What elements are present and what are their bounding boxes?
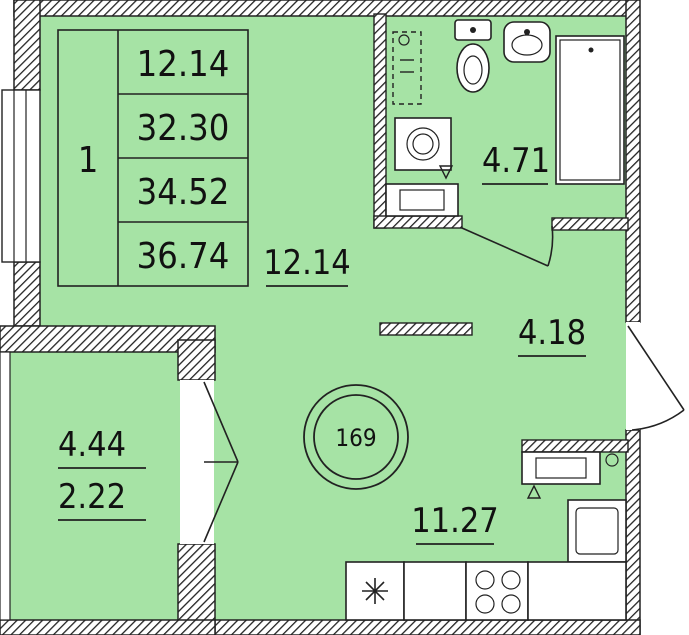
partition-wall <box>379 322 473 336</box>
room-label-balcony: 4.44 2.22 <box>58 425 146 521</box>
apartment-number: 169 <box>335 424 376 452</box>
room-label-bathroom: 4.71 <box>482 141 550 185</box>
apartment-number-badge <box>303 384 409 490</box>
area-legend-table <box>57 29 249 287</box>
room-label-hall: 4.18 <box>518 313 586 357</box>
fridge-icon <box>345 561 405 621</box>
stove-icon <box>465 561 529 621</box>
window-balcony <box>0 351 11 621</box>
living-area: 12.14 <box>263 243 351 283</box>
radiator-icon <box>392 31 422 105</box>
kitchen-area: 11.27 <box>411 501 499 541</box>
legend-area-4: 36.74 <box>137 236 230 277</box>
window-left <box>1 89 41 263</box>
hall-area: 4.18 <box>518 313 586 353</box>
washing-machine-icon <box>394 117 452 171</box>
room-label-kitchen: 11.27 <box>411 501 499 545</box>
balcony-area: 4.44 <box>58 425 126 465</box>
kitchen-sink-icon <box>567 499 627 563</box>
legend-area-1: 12.14 <box>137 44 230 85</box>
balcony-door <box>180 380 239 544</box>
kitchen-partition <box>521 439 629 453</box>
counter-end-icon <box>527 561 627 621</box>
kitchen-heater-icon <box>521 451 619 499</box>
balcony-reduced-area: 2.22 <box>58 477 126 517</box>
bathtub-icon <box>555 35 625 185</box>
door-swing-icon <box>461 225 554 267</box>
legend-area-2: 32.30 <box>137 108 230 149</box>
bathroom-area: 4.71 <box>482 141 550 181</box>
toilet-icon <box>454 19 492 93</box>
sink-icon <box>503 21 551 63</box>
counter-icon <box>403 561 467 621</box>
rooms-count: 1 <box>78 140 99 181</box>
bath-heater-icon <box>385 165 459 217</box>
entrance-door <box>626 322 685 431</box>
bathroom-walls <box>373 13 629 231</box>
legend-area-3: 34.52 <box>137 172 230 213</box>
room-label-living: 12.14 <box>263 243 351 287</box>
